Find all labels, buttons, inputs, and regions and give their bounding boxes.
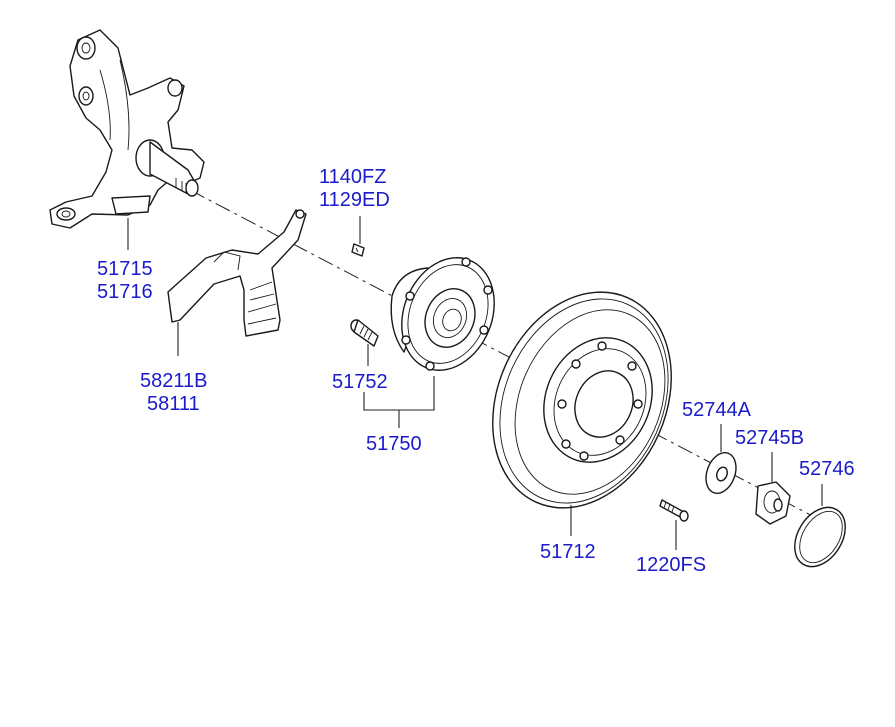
label-52746: 52746 — [799, 458, 855, 480]
part-labels: 51715 51716 58211B 58111 1140FZ 1129ED 5… — [97, 166, 855, 576]
brake-disc[interactable] — [460, 264, 705, 537]
hub-nut[interactable] — [755, 481, 791, 525]
label-58111: 58111 — [147, 393, 200, 415]
label-51752: 51752 — [332, 371, 388, 393]
small-bolt[interactable] — [351, 243, 365, 257]
dust-cover[interactable] — [167, 209, 307, 337]
label-1140fz: 1140FZ — [319, 166, 386, 188]
label-1220fs: 1220FS — [636, 554, 706, 576]
label-51750: 51750 — [366, 433, 422, 455]
leader-lines — [127, 216, 823, 550]
label-51712: 51712 — [540, 541, 596, 563]
label-1129ed: 1129ED — [319, 189, 390, 211]
label-58211b: 58211B — [140, 370, 207, 392]
label-51715: 51715 — [97, 258, 153, 280]
hub-bolt[interactable] — [350, 319, 379, 347]
grease-cap[interactable] — [784, 498, 855, 576]
washer[interactable] — [701, 448, 742, 497]
label-51716: 51716 — [97, 281, 153, 303]
steering-knuckle[interactable] — [49, 29, 205, 229]
label-52744a: 52744A — [682, 399, 752, 421]
disc-screw[interactable] — [659, 499, 689, 522]
label-52745b: 52745B — [735, 427, 804, 449]
wheel-hub-assembly[interactable] — [385, 244, 510, 385]
